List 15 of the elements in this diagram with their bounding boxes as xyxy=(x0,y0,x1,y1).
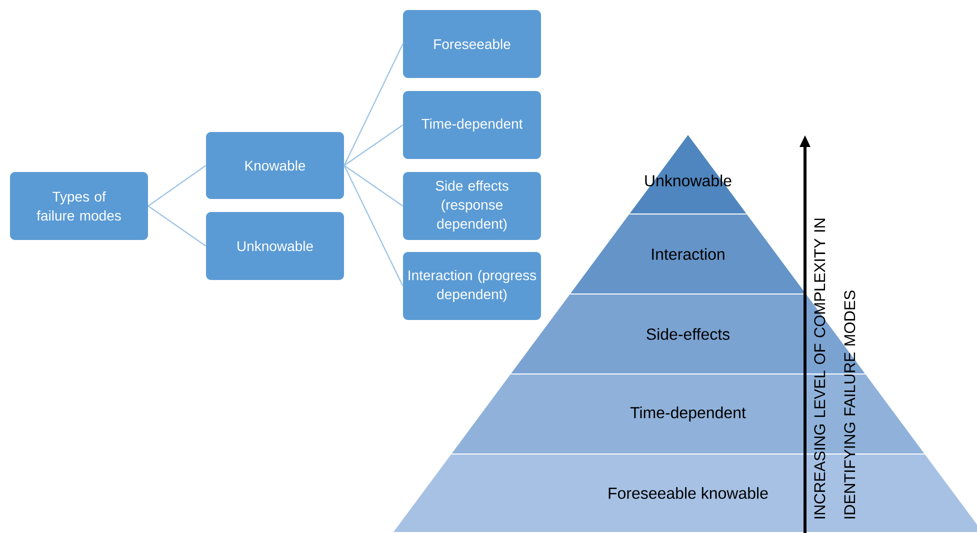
process-box: Types of failure modes xyxy=(10,172,148,240)
process-box: Foreseeable xyxy=(403,10,541,78)
process-box: Time-dependent xyxy=(403,91,541,159)
process-box: Knowable xyxy=(206,132,344,199)
axis-label: INCREASING LEVEL OF COMPLEXITY IN IDENTIFYING FAILURE MODES xyxy=(814,218,856,518)
pyramid-level: Interaction xyxy=(570,214,806,294)
connector-line xyxy=(148,206,206,246)
process-box: Unknowable xyxy=(206,212,344,280)
connector-line xyxy=(344,124,404,166)
connector-line xyxy=(344,165,404,206)
process-box: Interaction (progress dependent) xyxy=(403,252,541,320)
connector-line xyxy=(344,44,404,166)
connector-line xyxy=(148,165,206,206)
connector-line xyxy=(344,165,404,286)
process-box: Side effects (response dependent) xyxy=(403,172,541,240)
